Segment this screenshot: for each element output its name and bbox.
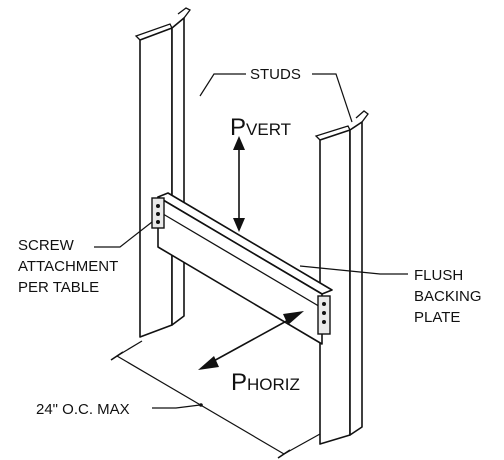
screw-clip-left [151,197,165,229]
dimension-line [110,340,321,459]
spacing-label: 24" O.C. MAX [36,401,130,418]
p-vert-label: PVERT [230,114,291,141]
left-stud [134,7,191,338]
screw-label-line3: PER TABLE [18,279,99,296]
studs-label: STUDS [250,66,301,83]
p-horiz-label: PHORIZ [231,369,300,396]
flush-label-line3: PLATE [414,309,460,326]
screw-label-line2: ATTACHMENT [18,258,118,275]
flush-label-line2: BACKING [414,288,482,305]
backing-plate [157,192,333,345]
screw-clip-right [317,295,331,335]
screw-label-line1: SCREW [18,237,75,254]
p-horiz-arrow [198,311,304,370]
leader-lines [94,73,408,409]
flush-label-line1: FLUSH [414,267,463,284]
p-vert-arrow [233,136,245,232]
right-stud [314,110,369,445]
